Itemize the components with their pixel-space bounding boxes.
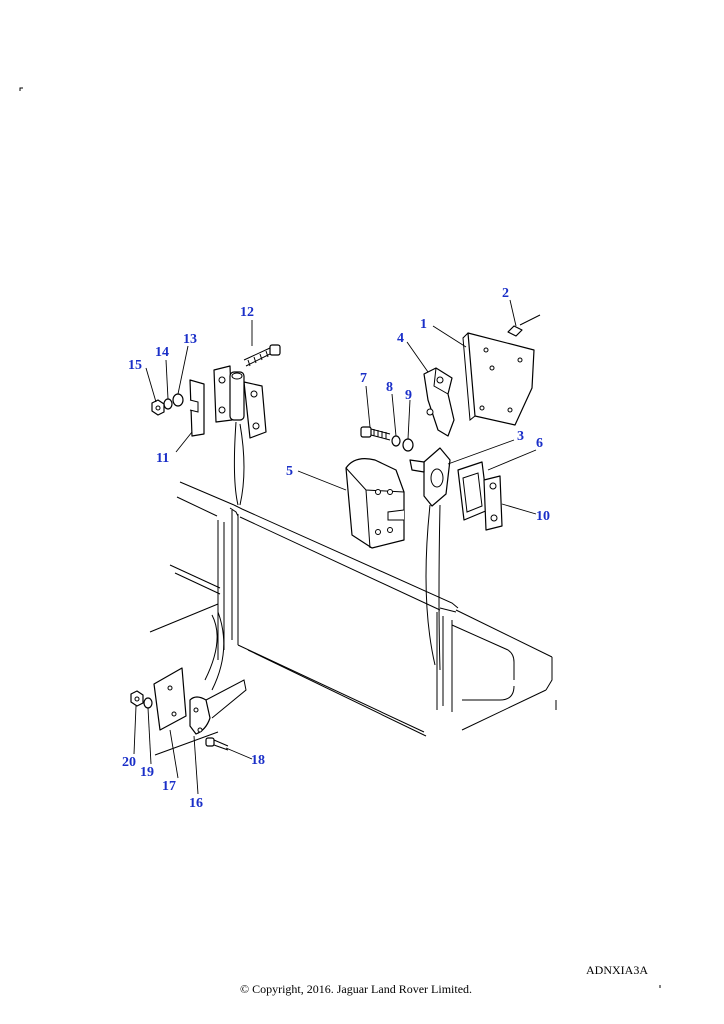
copyright-notice: © Copyright, 2016. Jaguar Land Rover Lim… xyxy=(239,982,473,996)
part-19-washer xyxy=(143,697,153,709)
part-10-plate xyxy=(483,475,503,531)
part-5-cover xyxy=(345,458,405,549)
callout-11: 11 xyxy=(156,451,169,466)
callout-10: 10 xyxy=(536,509,550,524)
callout-9: 9 xyxy=(405,388,412,403)
callout-7: 7 xyxy=(360,371,367,386)
part-2-pin xyxy=(507,314,541,337)
callout-13: 13 xyxy=(183,332,197,347)
hinge-assembly xyxy=(213,365,267,439)
part-11-plate xyxy=(189,379,205,437)
diagram-reference-code: ADNXIA3A xyxy=(586,963,648,977)
callout-14: 14 xyxy=(155,345,169,360)
callout-18: 18 xyxy=(251,753,265,768)
callout-labels: 1 2 3 4 5 6 7 8 9 10 11 12 13 14 15 16 1… xyxy=(122,286,550,811)
callout-16: 16 xyxy=(189,796,203,811)
callout-20: 20 xyxy=(122,755,136,770)
part-16-clamp xyxy=(189,679,247,735)
part-1-mounting-plate xyxy=(462,332,535,426)
callout-6: 6 xyxy=(536,436,543,451)
callout-8: 8 xyxy=(386,380,393,395)
part-20-nut xyxy=(130,690,144,707)
part-4-latch xyxy=(423,367,455,437)
callout-12: 12 xyxy=(240,305,254,320)
callout-15: 15 xyxy=(128,358,142,373)
callout-1: 1 xyxy=(420,317,427,332)
callout-17: 17 xyxy=(162,779,176,794)
part-9-washer xyxy=(402,438,414,452)
part-18-screw xyxy=(205,737,229,751)
part-8-washer xyxy=(391,435,401,447)
callout-4: 4 xyxy=(397,331,404,346)
part-17-plate xyxy=(153,667,187,731)
part-6-packing xyxy=(457,461,489,521)
part-13-washer xyxy=(172,393,184,407)
part-15-nut xyxy=(151,399,165,416)
vehicle-body-outline xyxy=(149,421,557,756)
leader-lines xyxy=(133,299,537,795)
corner-mark xyxy=(19,87,23,91)
callout-5: 5 xyxy=(286,464,293,479)
callout-2: 2 xyxy=(502,286,509,301)
part-7-screw xyxy=(360,426,391,441)
part-12-bolt xyxy=(243,344,281,367)
part-3-striker xyxy=(409,447,451,507)
callout-19: 19 xyxy=(140,765,154,780)
part-14-washer xyxy=(163,398,173,410)
callout-3: 3 xyxy=(517,429,524,444)
